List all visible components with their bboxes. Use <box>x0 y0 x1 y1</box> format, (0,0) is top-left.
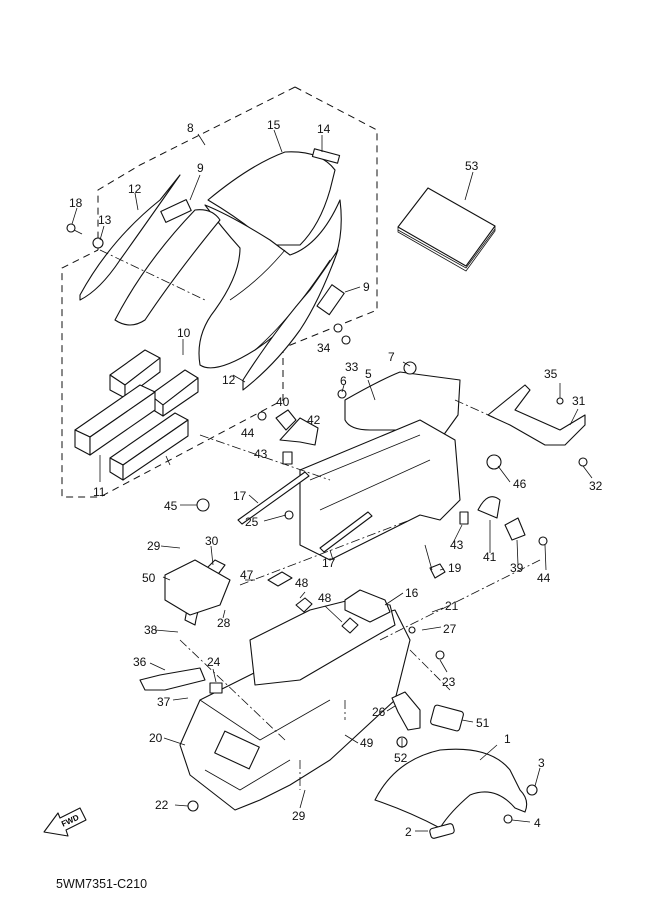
callout-27: 27 <box>443 622 457 636</box>
callout-52: 52 <box>394 751 408 765</box>
emblem-part <box>160 199 192 223</box>
callout-21: 21 <box>445 599 459 613</box>
callout-34: 34 <box>317 341 331 355</box>
callout-44: 44 <box>241 426 255 440</box>
cover-part <box>164 559 231 616</box>
callout-42: 42 <box>307 413 321 427</box>
callout-43-right: 43 <box>450 538 464 552</box>
callout-17: 17 <box>233 489 247 503</box>
callout-10: 10 <box>177 326 191 340</box>
seat-part <box>114 151 342 369</box>
rod-right-part <box>319 511 373 553</box>
callout-2: 2 <box>405 825 412 839</box>
callout-20: 20 <box>149 731 163 745</box>
callout-9-right: 9 <box>363 280 370 294</box>
callout-43: 43 <box>254 447 268 461</box>
callout-14: 14 <box>317 122 331 136</box>
rubber-pad-part <box>344 589 391 623</box>
rod-part <box>237 471 310 525</box>
callout-50: 50 <box>142 571 156 585</box>
callout-39: 39 <box>510 561 524 575</box>
callout-31: 31 <box>572 394 586 408</box>
guide-lines <box>99 249 541 790</box>
callout-40: 40 <box>276 395 290 409</box>
callout-51: 51 <box>476 716 490 730</box>
callout-35: 35 <box>544 367 558 381</box>
callout-11: 11 <box>93 485 106 499</box>
emblem-right-part <box>316 284 345 316</box>
callout-6: 6 <box>340 374 347 388</box>
callout-48: 48 <box>295 576 309 590</box>
callout-44-right: 44 <box>537 571 551 585</box>
seat-group-outline <box>61 86 378 498</box>
damper-blocks <box>74 349 199 481</box>
callout-22: 22 <box>155 798 169 812</box>
reflector-part <box>430 704 464 732</box>
callout-3: 3 <box>538 756 545 770</box>
callout-29-lower: 29 <box>292 809 306 823</box>
callout-5: 5 <box>365 367 372 381</box>
leader-lines <box>71 129 593 832</box>
callout-8: 8 <box>187 121 194 135</box>
callout-9: 9 <box>197 161 204 175</box>
handle-bracket-part <box>139 667 206 691</box>
callout-26: 26 <box>372 705 386 719</box>
stay-part <box>391 691 421 731</box>
bracket-part <box>487 384 586 446</box>
callout-30: 30 <box>205 534 219 548</box>
callout-13: 13 <box>98 213 112 227</box>
callout-25: 25 <box>245 515 259 529</box>
callout-16: 16 <box>405 586 419 600</box>
forward-direction-icon: FWD <box>43 807 87 837</box>
callout-18: 18 <box>69 196 83 210</box>
callout-45: 45 <box>164 499 178 513</box>
diagram-reference-code: 5WM7351-C210 <box>56 877 148 891</box>
callout-47: 47 <box>240 568 254 582</box>
side-cover-part <box>79 174 181 301</box>
callout-17-right: 17 <box>322 556 336 570</box>
callout-15: 15 <box>267 118 281 132</box>
callout-24: 24 <box>207 655 221 669</box>
callout-7: 7 <box>388 350 395 364</box>
side-cover-right-part <box>242 249 339 391</box>
callout-46: 46 <box>513 477 527 491</box>
grommet-part <box>92 237 104 249</box>
manual-part <box>397 187 496 272</box>
screw-part <box>66 223 83 235</box>
seat-tag-part <box>311 148 341 164</box>
callout-1: 1 <box>504 732 511 746</box>
callout-41: 41 <box>483 550 497 564</box>
callout-4: 4 <box>534 816 541 830</box>
callout-49: 49 <box>360 736 374 750</box>
callout-12: 12 <box>128 182 142 196</box>
callout-29: 29 <box>147 539 161 553</box>
callout-23: 23 <box>442 675 456 689</box>
callout-36: 36 <box>133 655 147 669</box>
callout-37: 37 <box>157 695 171 709</box>
callout-labels: 1 2 3 4 5 6 7 8 9 9 10 11 12 12 13 14 15… <box>69 118 603 839</box>
callout-19: 19 <box>448 561 462 575</box>
inner-fender-part <box>249 599 396 686</box>
callout-33: 33 <box>345 360 359 374</box>
callout-53: 53 <box>465 159 479 173</box>
callout-12-lower: 12 <box>222 373 236 387</box>
callout-32: 32 <box>589 479 603 493</box>
callout-28: 28 <box>217 616 231 630</box>
callout-38: 38 <box>144 623 158 637</box>
callout-48-right: 48 <box>318 591 332 605</box>
